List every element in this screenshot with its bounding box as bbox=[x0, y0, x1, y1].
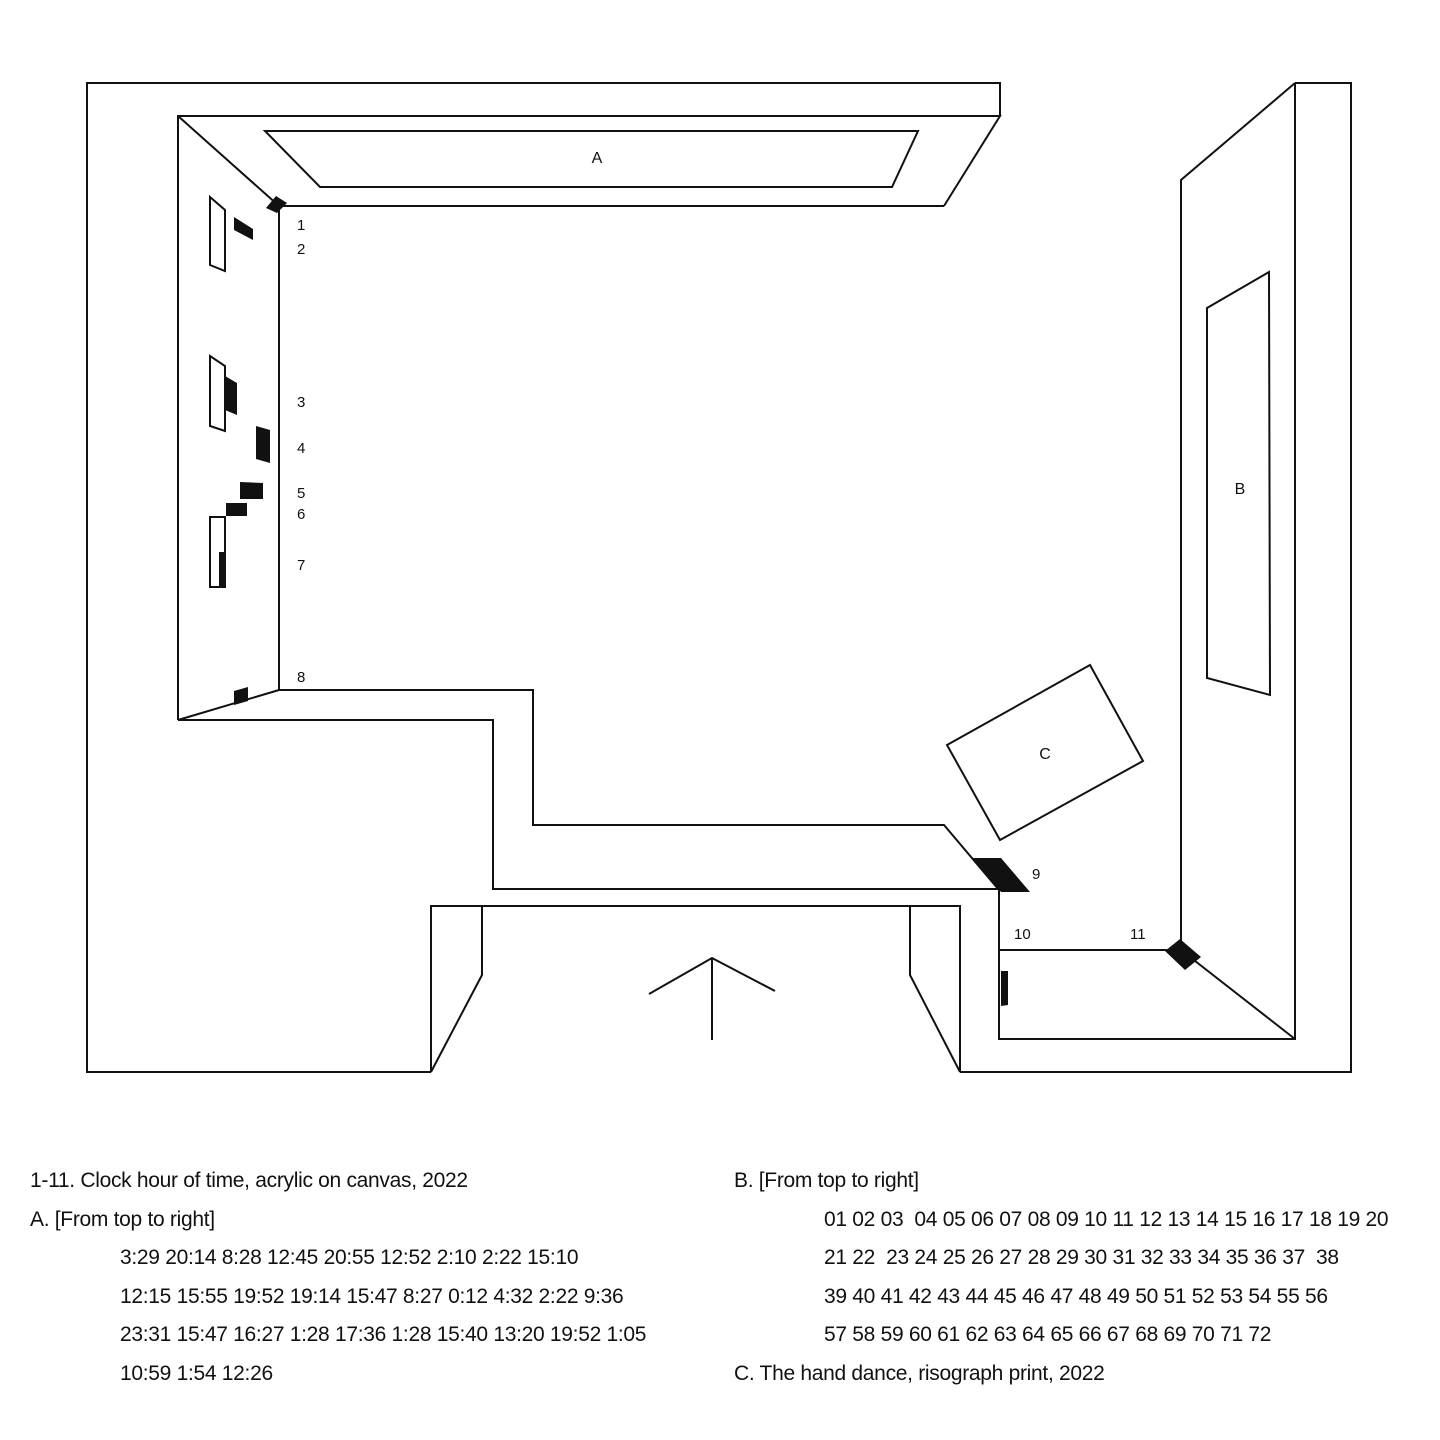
artwork-number-7: 7 bbox=[297, 557, 305, 574]
up-arrow-icon bbox=[648, 956, 776, 1040]
caption-b-line: 57 58 59 60 61 62 63 64 65 66 67 68 69 7… bbox=[824, 1323, 1272, 1346]
area-b-frame bbox=[1206, 270, 1272, 697]
artwork-11 bbox=[1165, 939, 1201, 970]
outer-wall-right bbox=[960, 82, 1352, 1073]
artwork-8 bbox=[234, 687, 248, 705]
caption-title-clock-hour: 1-11. Clock hour of time, acrylic on can… bbox=[30, 1169, 468, 1192]
caption-a-line: 12:15 15:55 19:52 19:14 15:47 8:27 0:12 … bbox=[120, 1284, 624, 1308]
entrance-right-jamb bbox=[909, 905, 961, 1073]
artwork-4 bbox=[256, 426, 270, 463]
outer-wall-left bbox=[86, 82, 1001, 1073]
artwork-number-1: 1 bbox=[297, 217, 305, 234]
caption-a-heading: A. [From top to right] bbox=[30, 1207, 215, 1231]
caption-left: 1-11. Clock hour of time, acrylic on can… bbox=[30, 1162, 646, 1393]
caption-b-heading: B. [From top to right] bbox=[734, 1169, 919, 1192]
artwork-number-11: 11 bbox=[1130, 926, 1146, 943]
area-c-label: C bbox=[1039, 746, 1051, 763]
area-a-label: A bbox=[592, 150, 603, 167]
caption-a-line: 3:29 20:14 8:28 12:45 20:55 12:52 2:10 2… bbox=[120, 1246, 579, 1269]
artwork-number-9: 9 bbox=[1032, 866, 1040, 883]
artwork-10 bbox=[1001, 971, 1008, 1006]
caption-a-line: 10:59 1:54 12:26 bbox=[120, 1361, 273, 1385]
artwork-5 bbox=[240, 482, 263, 499]
caption-b-line: 39 40 41 42 43 44 45 46 47 48 49 50 51 5… bbox=[824, 1284, 1328, 1308]
left-wall-frame-1 bbox=[209, 194, 226, 273]
entrance-left-jamb bbox=[430, 905, 483, 1073]
artwork-number-10: 10 bbox=[1014, 926, 1031, 943]
caption-c-line: C. The hand dance, risograph print, 2022 bbox=[734, 1361, 1105, 1385]
caption-b-line: 01 02 03 04 05 06 07 08 09 10 11 12 13 1… bbox=[824, 1207, 1389, 1231]
right-room-floor-edge bbox=[1180, 949, 1296, 1040]
area-b-label: B bbox=[1235, 481, 1246, 498]
caption-right: B. [From top to right] 01 02 03 04 05 06… bbox=[734, 1162, 1389, 1393]
right-room-wall bbox=[999, 82, 1296, 951]
area-c-frame bbox=[945, 663, 1145, 842]
caption-a-line: 23:31 15:47 16:27 1:28 17:36 1:28 15:40 … bbox=[120, 1323, 647, 1346]
area-a-frame bbox=[262, 130, 920, 188]
artwork-number-3: 3 bbox=[297, 394, 305, 411]
corridor-wall-outer bbox=[178, 83, 1296, 1040]
floor-plan: A B C 1 2 3 4 5 6 7 8 9 10 11 bbox=[86, 82, 1352, 1073]
artwork-7 bbox=[219, 552, 225, 587]
artwork-3 bbox=[225, 376, 237, 415]
left-wall-frame-2 bbox=[209, 354, 226, 433]
artwork-6 bbox=[226, 503, 247, 516]
left-room-corner-edge-top bbox=[177, 115, 280, 207]
corridor-wall-inner bbox=[279, 689, 1000, 891]
artwork-1 bbox=[266, 196, 287, 213]
caption-b-line: 21 22 23 24 25 26 27 28 29 30 31 32 33 3… bbox=[824, 1246, 1339, 1269]
left-room-back-wall bbox=[177, 115, 1002, 720]
left-room-inner-wall bbox=[278, 205, 944, 690]
artwork-number-5: 5 bbox=[297, 485, 305, 502]
artwork-2 bbox=[234, 217, 253, 240]
artwork-9 bbox=[972, 858, 1030, 892]
artwork-number-8: 8 bbox=[297, 669, 305, 686]
artwork-number-2: 2 bbox=[297, 241, 305, 258]
artwork-number-4: 4 bbox=[297, 440, 305, 457]
left-room-floor-edge bbox=[177, 689, 280, 721]
artwork-number-6: 6 bbox=[297, 506, 305, 523]
